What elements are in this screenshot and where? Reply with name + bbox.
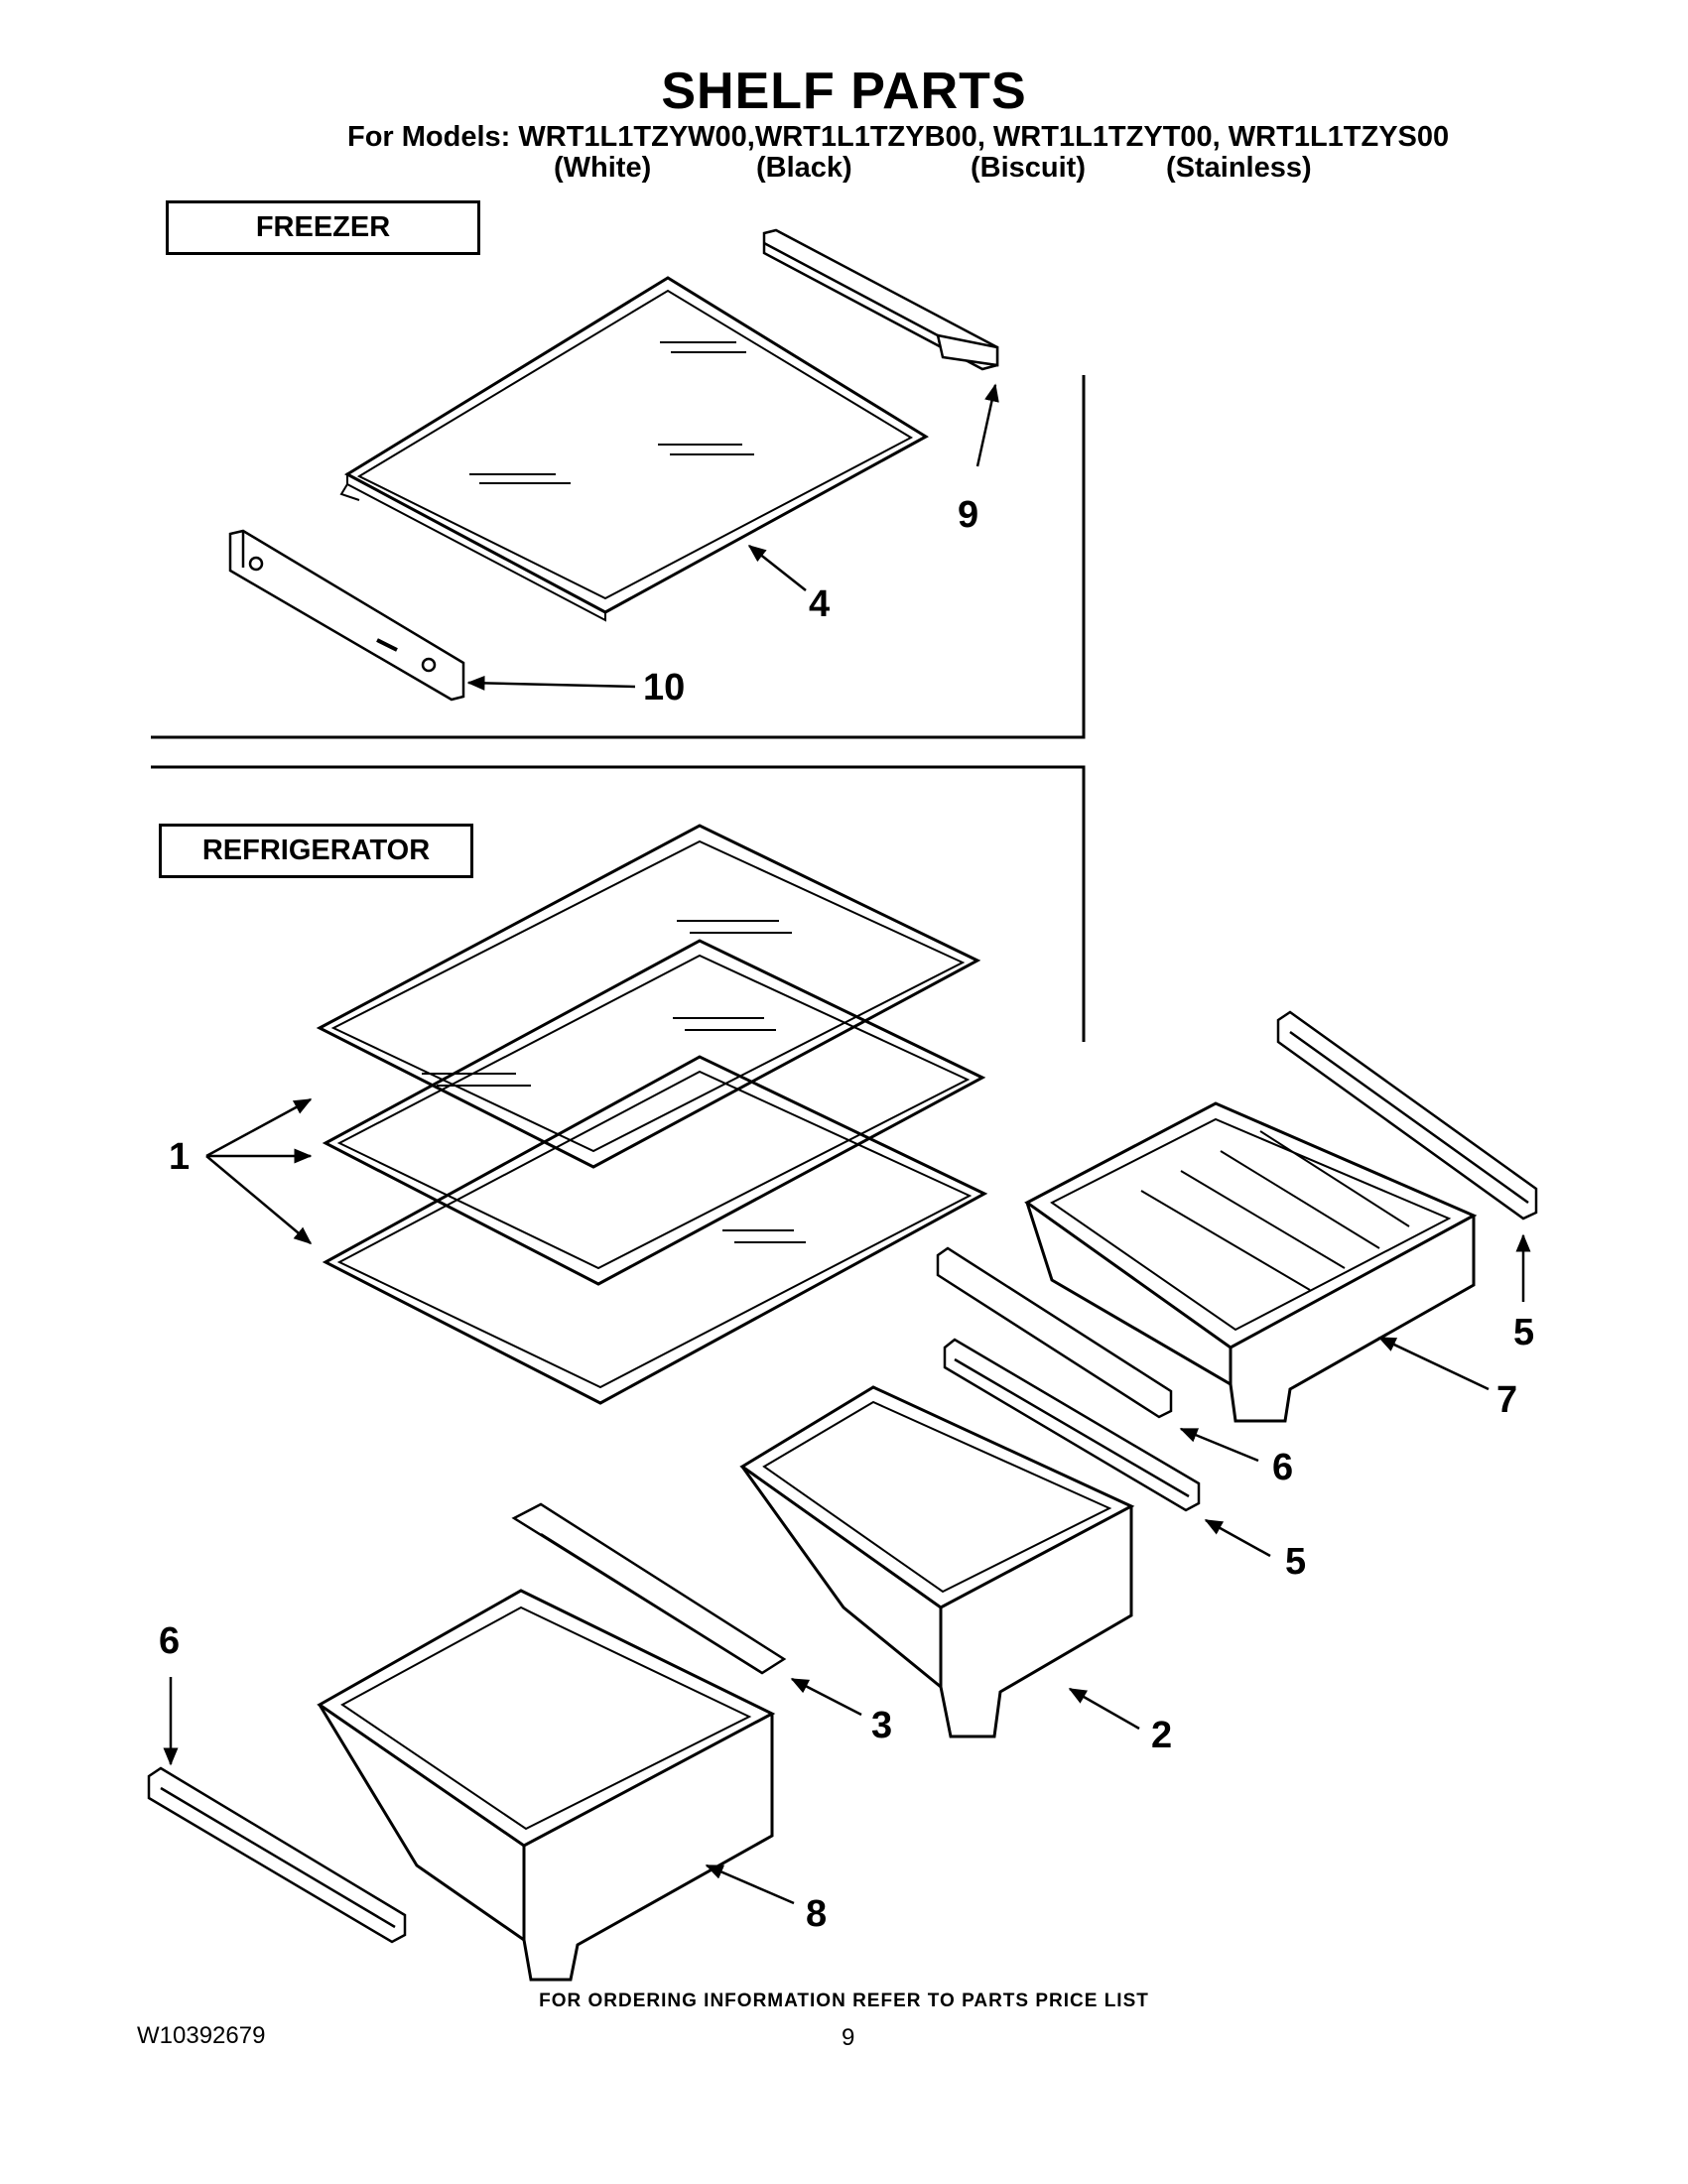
color-stainless: (Stainless) xyxy=(1166,152,1312,184)
crisper-pan-middle xyxy=(739,1385,1135,1738)
drawer-rail-right xyxy=(1276,1010,1538,1220)
crisper-pan-large xyxy=(1024,1101,1478,1423)
freezer-glass-shelf xyxy=(339,276,929,622)
drawer-rail-left xyxy=(147,1766,407,1944)
callout-5-center-rail: 5 xyxy=(1285,1541,1307,1583)
page-number: 9 xyxy=(842,2024,855,2051)
color-black: (Black) xyxy=(756,152,852,184)
document-number: W10392679 xyxy=(137,2022,266,2049)
section-dividers xyxy=(151,375,1086,1042)
callout-4: 4 xyxy=(809,583,831,625)
leader-lines xyxy=(163,383,1531,1905)
page-title: SHELF PARTS xyxy=(661,63,1027,120)
callout-8: 8 xyxy=(806,1893,828,1935)
refrigerator-label: REFRIGERATOR xyxy=(159,824,473,878)
crisper-pan-bottom xyxy=(317,1589,776,1982)
freezer-shelf-trim xyxy=(228,529,465,702)
models-line: For Models: WRT1L1TZYW00,WRT1L1TZYB00, W… xyxy=(347,121,1450,153)
freezer-shelf-rail xyxy=(762,228,999,371)
refrigerator-glass-shelves xyxy=(316,824,988,1405)
callout-10: 10 xyxy=(643,667,686,708)
callout-1: 1 xyxy=(169,1136,191,1178)
callout-3: 3 xyxy=(871,1705,893,1746)
color-biscuit: (Biscuit) xyxy=(971,152,1086,184)
callout-7: 7 xyxy=(1496,1379,1518,1421)
drawer-cover xyxy=(511,1502,787,1675)
callout-6-center-rail: 6 xyxy=(1272,1447,1294,1488)
callout-5-right-rail: 5 xyxy=(1513,1312,1535,1353)
color-white: (White) xyxy=(554,152,652,184)
ordering-note: FOR ORDERING INFORMATION REFER TO PARTS … xyxy=(539,1991,1149,2011)
callout-9: 9 xyxy=(958,494,979,536)
drawer-rail-center xyxy=(936,1246,1201,1512)
callout-2: 2 xyxy=(1151,1715,1173,1756)
callout-6-left-rail: 6 xyxy=(159,1620,181,1662)
freezer-label: FREEZER xyxy=(166,200,480,255)
